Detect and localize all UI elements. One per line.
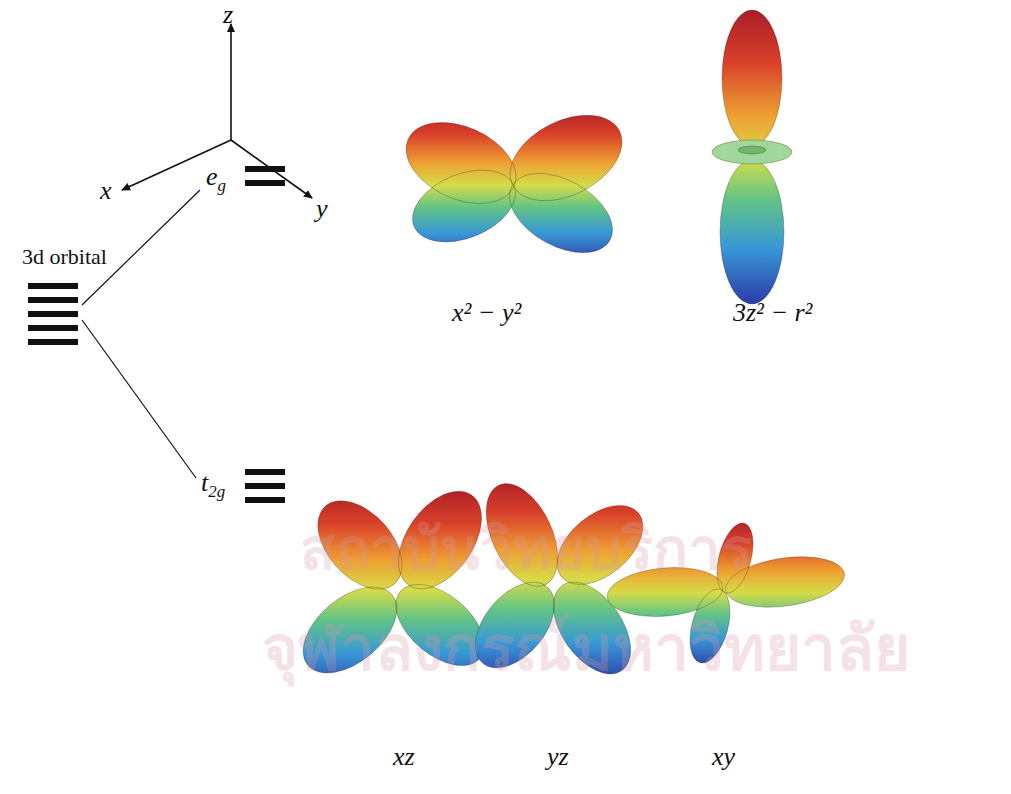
orbital-label: 3z² − r²: [733, 300, 812, 326]
orbital-label: xy: [712, 744, 735, 770]
orbital-label: xz: [393, 744, 415, 770]
orbital-x2-y2: [390, 98, 636, 269]
watermark: จุฬาลงกรณ์มหาวิทยาลัย: [262, 618, 910, 680]
splitting-lines: [82, 190, 200, 478]
level-label: eg: [206, 164, 226, 195]
axis-label: z: [223, 2, 233, 28]
watermark: สถาบันวิทยบริการ: [300, 520, 752, 578]
axis-triad: [122, 24, 312, 198]
orbital-label: yz: [547, 744, 569, 770]
level-label: 3d orbital: [22, 246, 107, 268]
axis-label: x: [100, 178, 112, 204]
orbital-label: x² − y²: [452, 300, 521, 326]
energy-levels: [28, 166, 285, 503]
axis-label: y: [316, 196, 328, 222]
level-label: t2g: [201, 470, 225, 501]
orbital-3z2-r2: [708, 8, 798, 308]
